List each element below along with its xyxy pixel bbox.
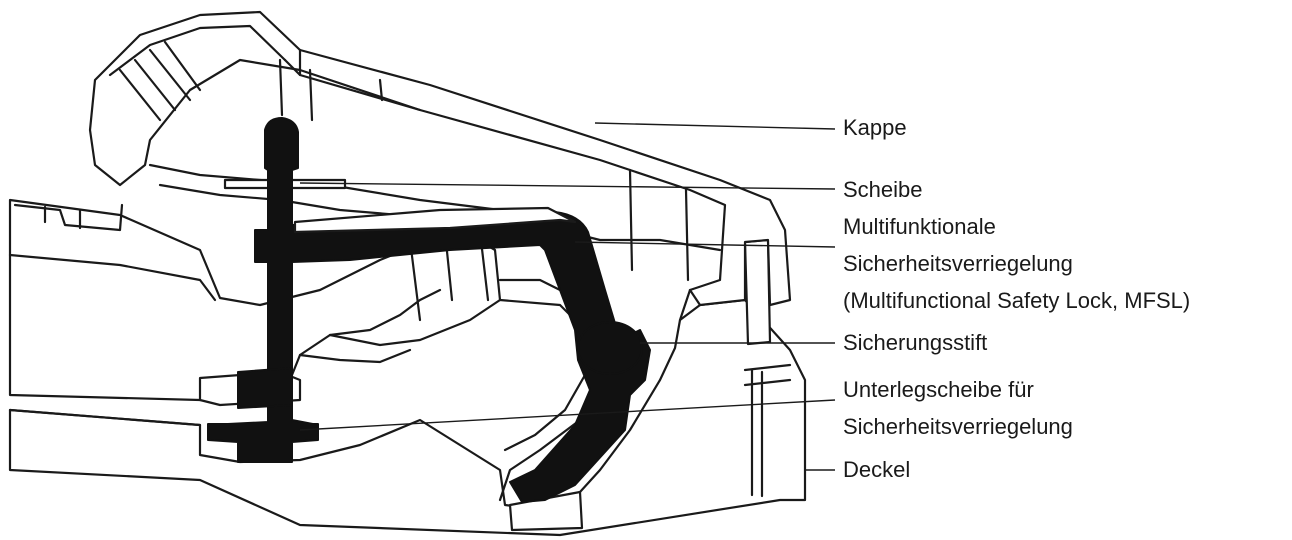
lid-body bbox=[8, 238, 807, 537]
label-lock-washer-line2: Sicherheitsverriegelung bbox=[843, 414, 1073, 439]
label-washer: Scheibe bbox=[843, 177, 923, 202]
label-lock-washer-line1: Unterlegscheibe für bbox=[843, 377, 1034, 402]
locking-pin bbox=[577, 321, 643, 375]
label-mfsl-line1: Multifunktionale bbox=[843, 214, 996, 239]
label-mfsl-line2: Sicherheitsverriegelung bbox=[843, 251, 1073, 276]
label-mfsl-line3: (Multifunctional Safety Lock, MFSL) bbox=[843, 288, 1191, 313]
leader-lines bbox=[299, 122, 836, 471]
label-locking-pin: Sicherungsstift bbox=[843, 330, 988, 355]
label-cap: Kappe bbox=[843, 115, 907, 140]
label-lid: Deckel bbox=[843, 457, 911, 482]
lock-washer bbox=[207, 423, 319, 439]
